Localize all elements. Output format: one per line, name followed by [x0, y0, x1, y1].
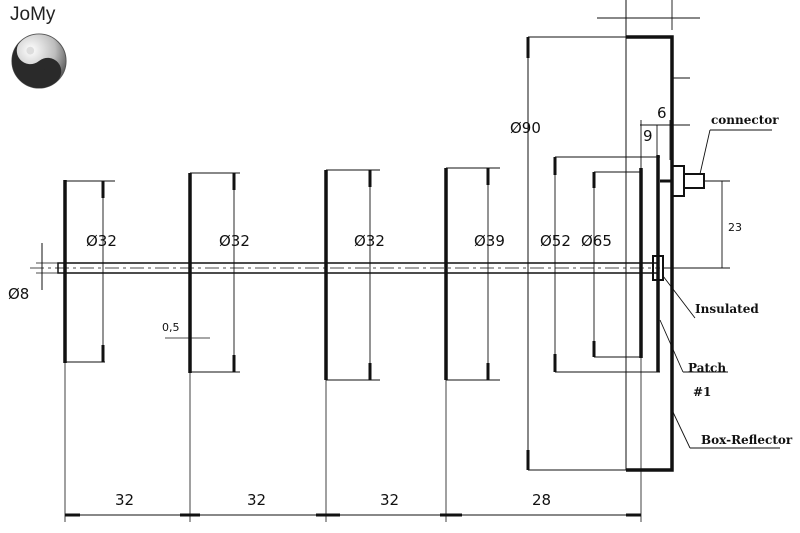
dim-director-3: Ø32	[354, 232, 385, 250]
label-patch-number: #1	[693, 385, 711, 399]
dim-director-2: Ø32	[219, 232, 250, 250]
dim-director-1: Ø32	[86, 232, 117, 250]
spacing-3: 32	[380, 491, 399, 509]
logo-text: JoMy	[10, 4, 56, 25]
dim-director-5: Ø52	[540, 232, 571, 250]
label-patch: Patch	[688, 361, 726, 375]
dim-director-6: Ø65	[581, 232, 612, 250]
spacing-1: 32	[115, 491, 134, 509]
dim-gap-b: 9	[643, 127, 653, 145]
spacing-4: 28	[532, 491, 551, 509]
label-box-reflector: Box-Reflector	[701, 433, 793, 447]
dim-thickness: 0,5	[162, 321, 180, 334]
dim-connector-offset: 23	[728, 221, 742, 234]
connector	[671, 165, 685, 197]
dim-boom: Ø8	[8, 285, 29, 303]
yin-yang-icon	[11, 33, 67, 89]
spacing-2: 32	[247, 491, 266, 509]
dim-reflector: Ø90	[510, 119, 541, 137]
label-insulated: Insulated	[695, 302, 759, 316]
box-reflector	[626, 35, 674, 472]
dim-gap-a: 6	[657, 104, 667, 122]
dim-director-4: Ø39	[474, 232, 505, 250]
label-connector: connector	[711, 113, 779, 127]
